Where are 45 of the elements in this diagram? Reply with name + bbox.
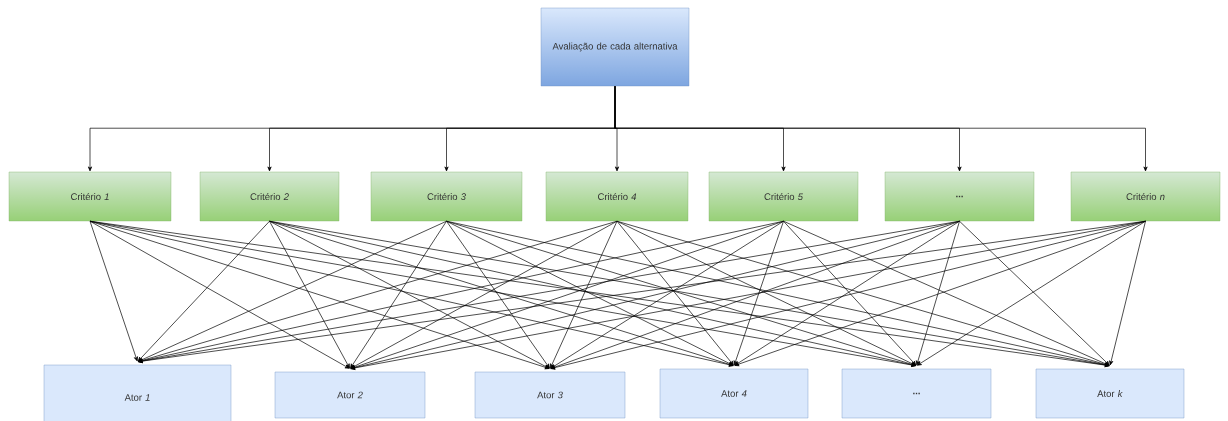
criterion-box: Critério 1	[8, 171, 172, 222]
arrow	[734, 220, 1146, 367]
arrow	[550, 220, 960, 370]
arrow	[89, 220, 138, 362]
arrow	[269, 220, 916, 367]
criterion-box: Critério 2	[199, 171, 340, 222]
criterion-box: ...	[884, 171, 1035, 222]
arrow	[446, 220, 734, 366]
arrow	[446, 220, 550, 369]
actor-box: ...	[841, 368, 992, 419]
actor-box: Ator 1	[43, 364, 232, 421]
actor-box: Ator k	[1035, 368, 1185, 419]
arrow	[916, 220, 1146, 366]
arrow	[138, 220, 784, 363]
arrow	[138, 220, 447, 362]
arrow	[783, 220, 1110, 366]
actor-box: Ator 2	[274, 371, 426, 419]
arrow	[550, 220, 618, 369]
arrow	[915, 220, 960, 366]
arrow	[550, 220, 784, 369]
arrow	[550, 220, 1146, 370]
arrow	[137, 220, 270, 362]
arrow	[446, 220, 1110, 367]
arrow	[733, 220, 784, 366]
arrow	[350, 220, 784, 370]
arrow	[734, 220, 960, 366]
arrow	[614, 85, 1148, 172]
criterion-box: Critério n	[1070, 171, 1221, 222]
arrow	[959, 220, 1110, 366]
criterion-box: Critério 4	[545, 171, 689, 222]
arrow	[350, 220, 618, 369]
arrow	[616, 220, 734, 366]
arrow	[269, 220, 550, 369]
box-node: Avaliação de cada alternativa	[540, 7, 690, 87]
criterion-box: Critério 5	[708, 171, 859, 222]
arrow	[138, 220, 618, 363]
arrow	[350, 220, 447, 369]
arrow	[783, 220, 917, 366]
actor-box: Ator 3	[474, 371, 626, 419]
actor-box: Ator 4	[659, 368, 809, 419]
arrow	[269, 220, 350, 369]
arrow	[89, 220, 350, 369]
criterion-box: Critério 3	[370, 171, 523, 222]
arrow	[1109, 220, 1146, 366]
arrow	[616, 220, 917, 366]
